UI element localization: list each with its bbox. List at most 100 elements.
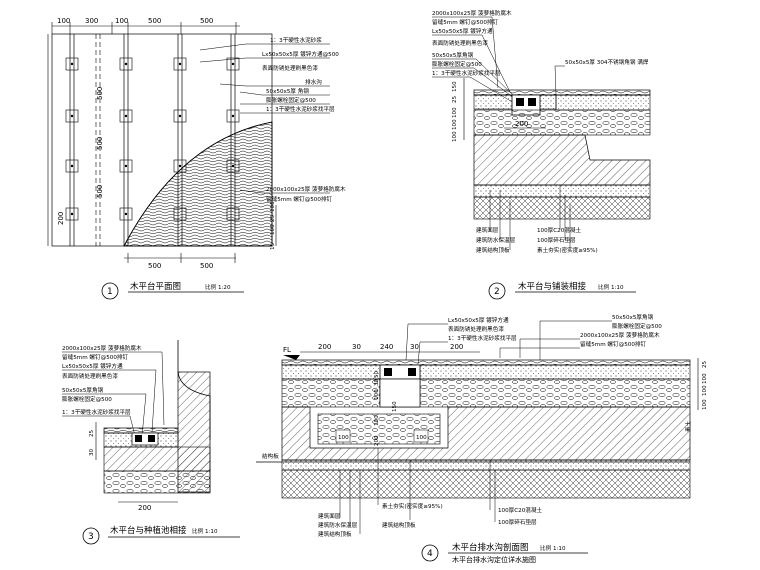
d4-label-tl-3: 1：3干硬性水泥砂浆找平层 bbox=[448, 334, 517, 342]
d4-label-tr-2: 膨胀螺栓固定@500 bbox=[612, 322, 662, 330]
d4-dim-right-2: 100 bbox=[702, 373, 708, 384]
d4-dim-mid-2: 50 bbox=[374, 370, 380, 378]
d2-bottom-label-2: 建筑防水保温层 bbox=[476, 236, 516, 244]
d3-title: 木平台与种植池相接 bbox=[110, 525, 187, 536]
detail-3-section: 2000x100x25厚 菠萝格防腐木 留缝5mm 螺钉@500排钉 Lx50x… bbox=[62, 340, 240, 545]
d2-label-5: 50x50x5厚角钢 bbox=[432, 51, 474, 59]
d3-title-circle bbox=[82, 527, 100, 545]
d3-scale: 比例 1:10 bbox=[192, 527, 218, 535]
d4-label-tr-4: 留缝5mm 螺钉@500排钉 bbox=[580, 340, 646, 348]
d4-label-tr-1: 50x50x5厚角钢 bbox=[612, 313, 654, 321]
d4-dim-right-3: 100 bbox=[702, 385, 708, 396]
d2-title-circle bbox=[488, 282, 506, 300]
d3-label-6: 膨胀螺栓固定@500 bbox=[62, 395, 112, 403]
d4-dim-inner-1: 100 bbox=[338, 435, 349, 441]
d2-dim-left-3: 100 bbox=[452, 107, 458, 118]
d4-title-number: 4 bbox=[427, 549, 433, 559]
detail-4-section: Lx50x50x5厚 镀锌方通 表面防锈处理刷黑色漆 1：3干硬性水泥砂浆找平层… bbox=[256, 313, 708, 564]
d1-label-7: 1：3干硬性水泥砂浆找平层 bbox=[266, 105, 335, 113]
d2-label-6: 膨胀螺栓固定@500 bbox=[432, 60, 482, 68]
d4-slab-label: 结构板 bbox=[262, 452, 279, 460]
d4-bottom-label-3: 建筑结构顶板 bbox=[318, 530, 352, 538]
d1-dim-right-2: 25 bbox=[270, 214, 276, 222]
d4-dim-mid-5: 100 bbox=[374, 415, 380, 426]
d2-dim-left-1: 150 bbox=[452, 81, 458, 92]
d2-bottom-label-6: 素土夯实(密实度≥95%) bbox=[537, 246, 598, 254]
d4-dim-right-1: 25 bbox=[702, 360, 708, 368]
d2-label-7: 1：3干硬性水泥砂浆找平层 bbox=[432, 69, 501, 77]
d2-scale: 比例 1:10 bbox=[598, 283, 624, 291]
d3-dim-bottom: 200 bbox=[138, 504, 151, 512]
d1-dim-bottom-2: 500 bbox=[200, 262, 213, 270]
d2-label-2: 留缝5mm 螺钉@500排钉 bbox=[432, 18, 498, 26]
d2-dim-left-2: 25 bbox=[452, 95, 458, 103]
d4-dim-mid-3: 100 bbox=[374, 389, 380, 400]
d1-dim-right-3: 100 bbox=[270, 224, 276, 235]
d4-dim-mid-4: 150 bbox=[392, 401, 398, 412]
d2-bottom-label-3: 建筑结构顶板 bbox=[476, 246, 510, 254]
d2-bottom-label-1: 建筑面层 bbox=[476, 226, 499, 234]
d1-title: 木平台平面图 bbox=[130, 281, 181, 292]
d2-label-1: 2000x100x25厚 菠萝格防腐木 bbox=[432, 9, 512, 17]
d4-label-tr-3: 2000x100x25厚 菠萝格防腐木 bbox=[580, 331, 660, 339]
d2-title-number: 2 bbox=[494, 287, 500, 297]
d3-label-5: 50x50x5厚角钢 bbox=[62, 386, 104, 394]
d1-label-2: Lx50x50x5厚 镀锌方通@500 bbox=[262, 50, 339, 58]
d4-dim-inner-2: 100 bbox=[416, 435, 427, 441]
d1-dim-top-2: 300 bbox=[85, 17, 98, 25]
d1-dim-bottom-1: 500 bbox=[148, 262, 161, 270]
d1-label-6: 膨胀螺栓固定@500 bbox=[266, 96, 316, 104]
d4-title-circle bbox=[421, 544, 439, 562]
d2-dim-bottom: 200 bbox=[515, 120, 528, 128]
d4-dim-mid-6: 200 bbox=[374, 435, 380, 446]
d1-dim-right-1: 100 bbox=[270, 201, 276, 212]
d2-title: 木平台与铺装相接 bbox=[518, 281, 587, 292]
d3-dim-left-1: 25 bbox=[89, 429, 95, 437]
d2-label-4: 表面防锈处理刷黑色漆 bbox=[432, 39, 488, 47]
d4-dim-top-2: 30 bbox=[352, 343, 361, 351]
d3-label-4: 表面防锈处理刷黑色漆 bbox=[62, 372, 118, 380]
d3-label-2: 留缝5mm 螺钉@500排钉 bbox=[62, 353, 128, 361]
d4-bottom-label-5: 建筑结构顶板 bbox=[382, 521, 416, 529]
d3-dim-left-2: 30 bbox=[89, 448, 95, 456]
d2-bottom-label-5: 100厚碎石垫层 bbox=[537, 236, 576, 244]
d4-bottom-label-6: 100厚C20混凝土 bbox=[498, 506, 542, 514]
d1-title-number: 1 bbox=[107, 287, 113, 297]
d4-dim-top-3: 240 bbox=[380, 343, 393, 351]
d1-label-4: 排水沟 bbox=[305, 78, 322, 86]
d2-label-3: Lx50x50x5厚 镀锌方通 bbox=[432, 27, 493, 35]
d2-label-right: 50x50x5厚 304不锈钢角钢 满焊 bbox=[565, 58, 649, 66]
d4-bottom-label-4: 素土夯实(密实度≥95%) bbox=[382, 502, 443, 510]
d1-dim-right-4: 15 bbox=[270, 242, 276, 250]
d4-dim-right-4: 100 bbox=[702, 399, 708, 410]
d3-label-3: Lx50x50x5厚 镀锌方通 bbox=[62, 362, 123, 370]
d1-dim-left-1: 500 bbox=[96, 87, 104, 100]
d3-title-number: 3 bbox=[88, 532, 94, 542]
d1-title-circle bbox=[101, 282, 119, 300]
d1-dim-left-4: 200 bbox=[57, 212, 65, 225]
detail-2-section: 2000x100x25厚 菠萝格防腐木 留缝5mm 螺钉@500排钉 Lx50x… bbox=[432, 9, 651, 300]
d1-dim-left-3: 500 bbox=[96, 185, 104, 198]
d2-dim-left-4: 100 bbox=[452, 119, 458, 130]
d4-bottom-label-1: 建筑面层 bbox=[318, 512, 341, 520]
d4-dim-top-1: 200 bbox=[318, 343, 331, 351]
d1-label-9: 留缝5mm 螺钉@500排钉 bbox=[266, 195, 332, 203]
detail-1-plan: 100 300 100 500 500 bbox=[47, 17, 346, 300]
d4-dim-mid-1: 30 bbox=[374, 378, 380, 386]
d1-label-1: 1：3干硬性水泥砂浆 bbox=[270, 36, 322, 44]
d3-label-1: 2000x100x25厚 菠萝格防腐木 bbox=[62, 344, 142, 352]
d1-dim-top-1: 100 bbox=[57, 17, 70, 25]
d4-dim-top-4: 30 bbox=[410, 343, 419, 351]
d4-subtitle: 木平台排水沟定位详水施图 bbox=[452, 555, 536, 564]
d1-dim-left-2: 500 bbox=[96, 137, 104, 150]
d3-label-7: 1：3干硬性水泥砂浆找平层 bbox=[62, 408, 131, 416]
d4-ground-label: 素土 bbox=[684, 420, 692, 432]
d4-title: 木平台排水沟剖面图 bbox=[452, 542, 529, 553]
d1-scale: 比例 1:20 bbox=[205, 283, 231, 291]
d4-scale: 比例 1:10 bbox=[540, 544, 566, 552]
d4-label-tl-2: 表面防锈处理刷黑色漆 bbox=[448, 325, 504, 333]
d4-bottom-label-7: 100厚碎石垫层 bbox=[498, 518, 537, 526]
d1-label-3: 表面防锈处理刷黑色漆 bbox=[262, 64, 318, 72]
d1-label-5: 50x50x5厚 角钢 bbox=[266, 87, 309, 95]
